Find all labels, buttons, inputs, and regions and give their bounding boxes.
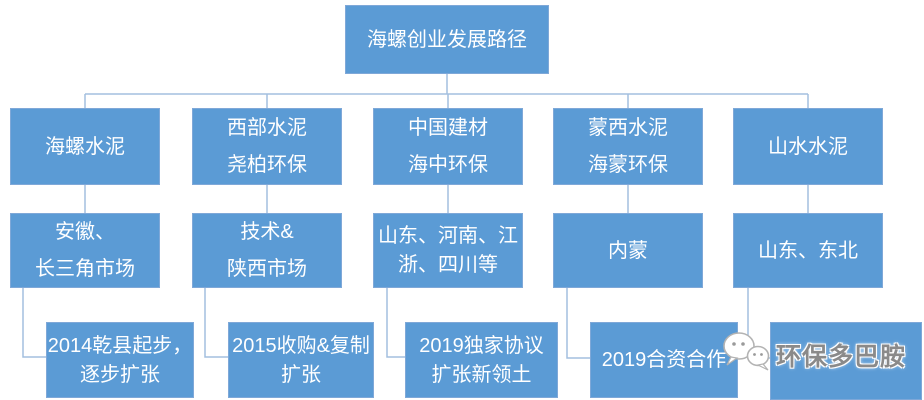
node-milestone-2019-exclusive: 2019独家协议 扩张新领土 bbox=[405, 322, 558, 398]
node-shanshui-cement: 山水水泥 bbox=[733, 108, 883, 185]
node-mengxi-haimeng: 蒙西水泥 海蒙环保 bbox=[553, 108, 703, 185]
node-label: 扩张 bbox=[281, 363, 321, 386]
node-label: 海中环保 bbox=[408, 154, 488, 176]
node-milestone-2019-joint-venture: 2019合资合作 bbox=[590, 322, 738, 398]
node-market-tech-shaanxi: 技术& 陕西市场 bbox=[192, 213, 342, 288]
watermark-text: 环保多巴胺 bbox=[776, 343, 907, 371]
node-west-cement-yaobai: 西部水泥 尧柏环保 bbox=[192, 108, 342, 185]
node-conch-cement: 海螺水泥 bbox=[10, 108, 160, 185]
node-label: 技术& bbox=[240, 221, 294, 243]
node-label: 山东、东北 bbox=[758, 239, 858, 262]
node-market-shandong-henan: 山东、河南、江 浙、四川等 bbox=[373, 213, 523, 288]
node-market-anhui-yangtze: 安徽、 长三角市场 bbox=[10, 213, 160, 288]
node-label: 西部水泥 bbox=[227, 117, 307, 139]
node-label: 2014乾县起步， bbox=[47, 334, 193, 357]
node-label: 中国建材 bbox=[408, 117, 488, 139]
node-label: 海蒙环保 bbox=[588, 154, 668, 176]
connector-path bbox=[22, 74, 809, 359]
node-label: 蒙西水泥 bbox=[588, 117, 668, 139]
node-label: 浙、四川等 bbox=[398, 254, 498, 276]
watermark: 环保多巴胺 bbox=[720, 330, 906, 374]
node-label: 安徽、 bbox=[55, 221, 115, 243]
node-label: 长三角市场 bbox=[35, 258, 135, 280]
node-root: 海螺创业发展路径 bbox=[345, 5, 549, 74]
node-label: 2019独家协议 bbox=[419, 334, 544, 357]
node-label: 山水水泥 bbox=[768, 135, 848, 158]
node-market-shandong-dongbei: 山东、东北 bbox=[733, 213, 883, 288]
node-label: 逐步扩张 bbox=[80, 363, 160, 386]
node-milestone-blank bbox=[770, 322, 922, 400]
node-label: 海螺创业发展路径 bbox=[367, 28, 527, 51]
node-cnbm-haizhong: 中国建材 海中环保 bbox=[373, 108, 523, 185]
node-milestone-2014-qianxian: 2014乾县起步， 逐步扩张 bbox=[46, 322, 194, 398]
node-label: 海螺水泥 bbox=[45, 135, 125, 158]
node-market-neimeng: 内蒙 bbox=[553, 213, 703, 288]
node-label: 尧柏环保 bbox=[227, 154, 307, 176]
node-label: 2015收购&复制 bbox=[232, 334, 370, 357]
node-milestone-2015-acquisition: 2015收购&复制 扩张 bbox=[228, 322, 374, 398]
node-label: 扩张新领土 bbox=[431, 363, 532, 386]
node-label: 2019合资合作 bbox=[601, 349, 727, 371]
node-label: 内蒙 bbox=[608, 239, 648, 262]
node-label: 山东、河南、江 bbox=[378, 225, 518, 247]
node-label: 陕西市场 bbox=[227, 258, 307, 280]
wechat-chat-bubbles-icon bbox=[723, 332, 770, 371]
